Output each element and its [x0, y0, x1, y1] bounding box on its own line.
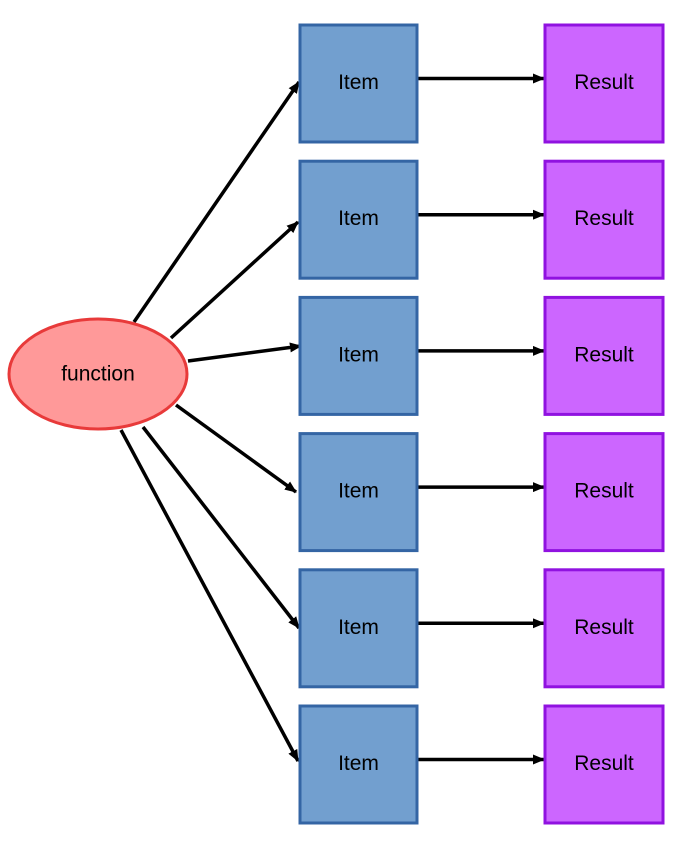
item-label: Item [338, 343, 379, 366]
result-box [543, 159, 665, 280]
item-box [298, 432, 419, 553]
item-label: Item [338, 71, 379, 94]
item-node-6: Item [298, 704, 419, 825]
edge-function-to-item-4 [174, 403, 298, 494]
function-label: function [61, 363, 135, 386]
item-box [298, 568, 419, 689]
edge-function-to-item-3 [187, 342, 302, 363]
item-label: Item [338, 752, 379, 775]
result-label: Result [574, 752, 634, 775]
edge-function-to-item-2 [169, 220, 300, 340]
result-label: Result [574, 71, 634, 94]
item-label: Item [338, 480, 379, 503]
edge-function-to-item-1 [132, 81, 301, 323]
result-node-2: Result [543, 159, 665, 280]
item-node-5: Item [298, 568, 419, 689]
function-node: function [7, 317, 189, 431]
function-ellipse [7, 317, 189, 431]
result-box [543, 568, 665, 689]
item-node-4: Item [298, 432, 419, 553]
result-box [543, 295, 665, 416]
result-label: Result [574, 480, 634, 503]
result-node-3: Result [543, 295, 665, 416]
edges-layer [119, 73, 545, 765]
edge-function-to-item-5 [141, 425, 301, 630]
item-label: Item [338, 207, 379, 230]
result-box [543, 23, 665, 144]
item-node-3: Item [298, 295, 419, 416]
item-box [298, 295, 419, 416]
item-node-1: Item [298, 23, 419, 144]
result-node-6: Result [543, 704, 665, 825]
result-node-1: Result [543, 23, 665, 144]
result-node-4: Result [543, 432, 665, 553]
result-label: Result [574, 207, 634, 230]
edge-function-to-item-6 [119, 429, 300, 762]
result-node-5: Result [543, 568, 665, 689]
item-box [298, 159, 419, 280]
result-label: Result [574, 343, 634, 366]
result-box [543, 432, 665, 553]
item-node-2: Item [298, 159, 419, 280]
item-box [298, 704, 419, 825]
result-box [543, 704, 665, 825]
item-label: Item [338, 616, 379, 639]
item-box [298, 23, 419, 144]
result-label: Result [574, 616, 634, 639]
